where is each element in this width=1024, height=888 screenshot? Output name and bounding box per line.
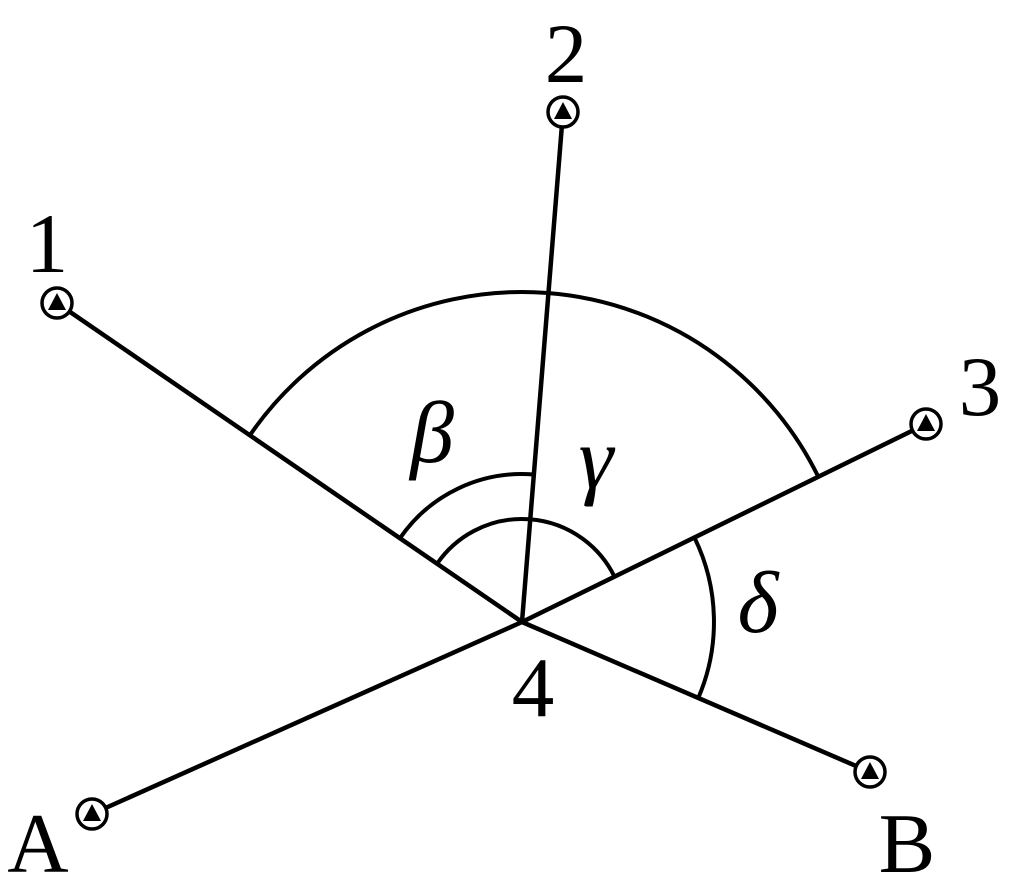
rays-group <box>54 109 929 817</box>
label-angle-gamma: γ <box>579 411 616 508</box>
ray-to-target-3 <box>519 421 929 625</box>
marker-triangle-icon <box>917 414 935 431</box>
ray-to-target-2 <box>519 109 566 625</box>
label-target-3: 3 <box>959 340 1002 434</box>
target-marker-A <box>75 797 109 831</box>
angle-arcs-group <box>248 290 821 699</box>
label-target-1: 1 <box>26 197 69 291</box>
label-angle-beta: β <box>408 385 454 482</box>
beta-angle-arc <box>398 472 535 540</box>
ray-to-target-B <box>519 619 873 775</box>
angle-labels-group: β γ δ <box>408 385 780 652</box>
target-markers-group <box>40 95 943 831</box>
label-angle-delta: δ <box>738 555 781 652</box>
marker-triangle-icon <box>48 293 66 310</box>
marker-triangle-icon <box>83 804 101 821</box>
target-marker-1 <box>40 286 74 320</box>
target-marker-2 <box>546 95 580 129</box>
label-target-2: 2 <box>545 7 588 101</box>
label-target-B: B <box>879 797 936 888</box>
marker-triangle-icon <box>554 102 572 119</box>
target-marker-3 <box>909 407 943 441</box>
inner-arc-angle-1-to-3 <box>435 517 617 578</box>
ray-to-target-A <box>89 619 525 817</box>
point-labels-group: 1 2 3 A B 4 <box>7 7 1001 888</box>
label-station-4: 4 <box>512 641 555 735</box>
ray-to-target-1 <box>54 300 525 625</box>
delta-angle-arc <box>692 536 716 699</box>
target-marker-B <box>853 755 887 789</box>
marker-triangle-icon <box>861 762 879 779</box>
label-target-A: A <box>7 797 68 888</box>
outer-arc-angle-1-to-3 <box>248 290 821 478</box>
